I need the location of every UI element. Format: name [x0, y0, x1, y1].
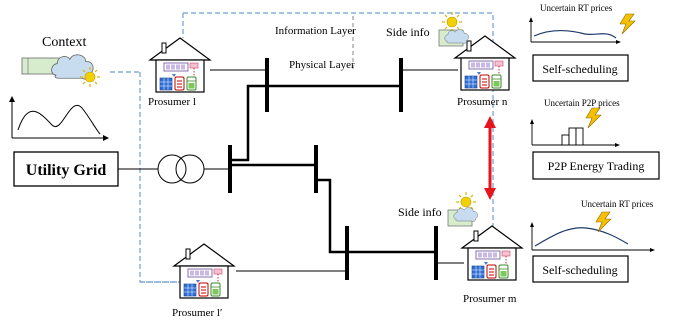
grid-price-curve	[9, 96, 109, 141]
sun-icon	[79, 66, 101, 88]
prosumer-l-label: Prosumer l	[148, 96, 196, 108]
self-scheduling-bottom-label: Self-scheduling	[542, 263, 617, 277]
p2p-trading-box	[532, 151, 660, 180]
p2p-prices-label: Uncertain P2P prices	[544, 98, 620, 108]
prosumer-n-label: Prosumer n	[457, 96, 508, 108]
physical-network	[228, 58, 438, 280]
context-label: Context	[42, 35, 86, 50]
lightning-icon-top	[619, 13, 636, 35]
lightning-icon-middle	[585, 107, 602, 129]
side-info-bottom-icon	[447, 191, 478, 227]
p2p-double-arrow	[484, 116, 496, 200]
p2p-trading-label: P2P Energy Trading	[548, 159, 645, 173]
lightning-icon-bottom	[595, 211, 612, 233]
side-info-top-icon	[438, 11, 469, 47]
utility-grid-label: Utility Grid	[26, 162, 107, 179]
transformer-icon	[157, 154, 205, 184]
rt-prices-top-label: Uncertain RT prices	[540, 3, 613, 13]
house-icon-prosumer-lprime	[173, 243, 235, 299]
info-layer-outline	[139, 12, 494, 283]
info-layer-label: Information Layer	[275, 25, 356, 37]
rt-prices-bottom-label: Uncertain RT prices	[581, 199, 654, 209]
utility-grid-box	[13, 151, 119, 187]
self-scheduling-bottom-box	[532, 255, 629, 283]
prosumer-lprime-label: Prosumer l′	[172, 307, 222, 319]
side-info-top-label: Side info	[386, 25, 430, 39]
side-info-bottom-label: Side info	[398, 205, 442, 219]
self-scheduling-top-box	[532, 54, 629, 82]
house-icon-prosumer-m	[461, 225, 523, 281]
house-icon-prosumer-n	[454, 35, 516, 91]
physical-layer-label: Physical Layer	[289, 59, 355, 71]
house-icon-prosumer-l	[149, 37, 211, 93]
self-scheduling-top-label: Self-scheduling	[542, 62, 617, 76]
rt-price-curve-bottom	[530, 222, 655, 252]
rt-price-curve-top	[529, 17, 621, 44]
prosumer-m-label: Prosumer m	[463, 293, 517, 305]
p2p-price-bars	[530, 119, 620, 147]
